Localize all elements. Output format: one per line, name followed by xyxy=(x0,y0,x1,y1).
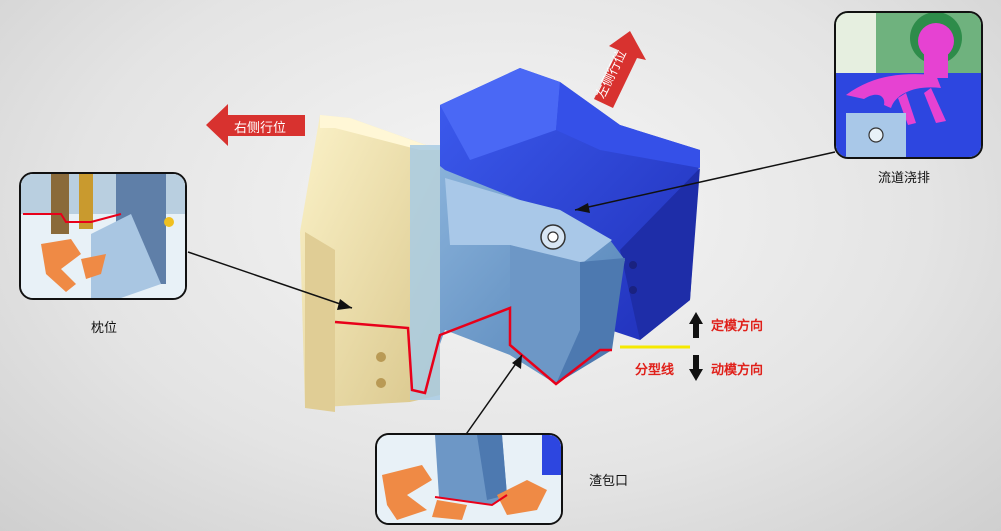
pillow-leader-arrowhead xyxy=(337,299,352,310)
pillow-leader xyxy=(187,251,353,309)
runner-inset xyxy=(834,11,983,159)
right-slider-arrow xyxy=(206,104,305,146)
right-slider-block xyxy=(300,115,440,412)
runner-leader-arrowhead xyxy=(575,203,590,213)
runner-inset-image xyxy=(836,13,981,157)
runner-sprue-icon xyxy=(540,224,566,250)
overflow-leader-arrowhead xyxy=(512,355,522,369)
runner-gating-label: 流道浇排 xyxy=(878,171,931,186)
fixed-mold-direction-label: 定模方向 xyxy=(711,319,764,334)
overflow-gate-label: 渣包口 xyxy=(589,474,629,489)
down-arrow-icon xyxy=(689,355,703,381)
left-slider-arrow xyxy=(594,31,646,108)
runner-leader xyxy=(574,151,836,211)
overflow-leader xyxy=(461,354,523,441)
right-slider-label: 右侧行位 xyxy=(234,121,287,136)
pillow-inset-image xyxy=(21,174,185,298)
overflow-inset xyxy=(375,433,563,525)
overflow-inset-image xyxy=(377,435,561,523)
pillow-inset xyxy=(19,172,187,300)
cast-part xyxy=(410,150,625,400)
up-arrow-icon xyxy=(689,312,703,338)
pillow-label: 枕位 xyxy=(91,321,118,336)
parting-line xyxy=(334,306,612,395)
parting-line-label: 分型线 xyxy=(635,363,675,378)
moving-mold-direction-label: 动模方向 xyxy=(711,363,764,378)
